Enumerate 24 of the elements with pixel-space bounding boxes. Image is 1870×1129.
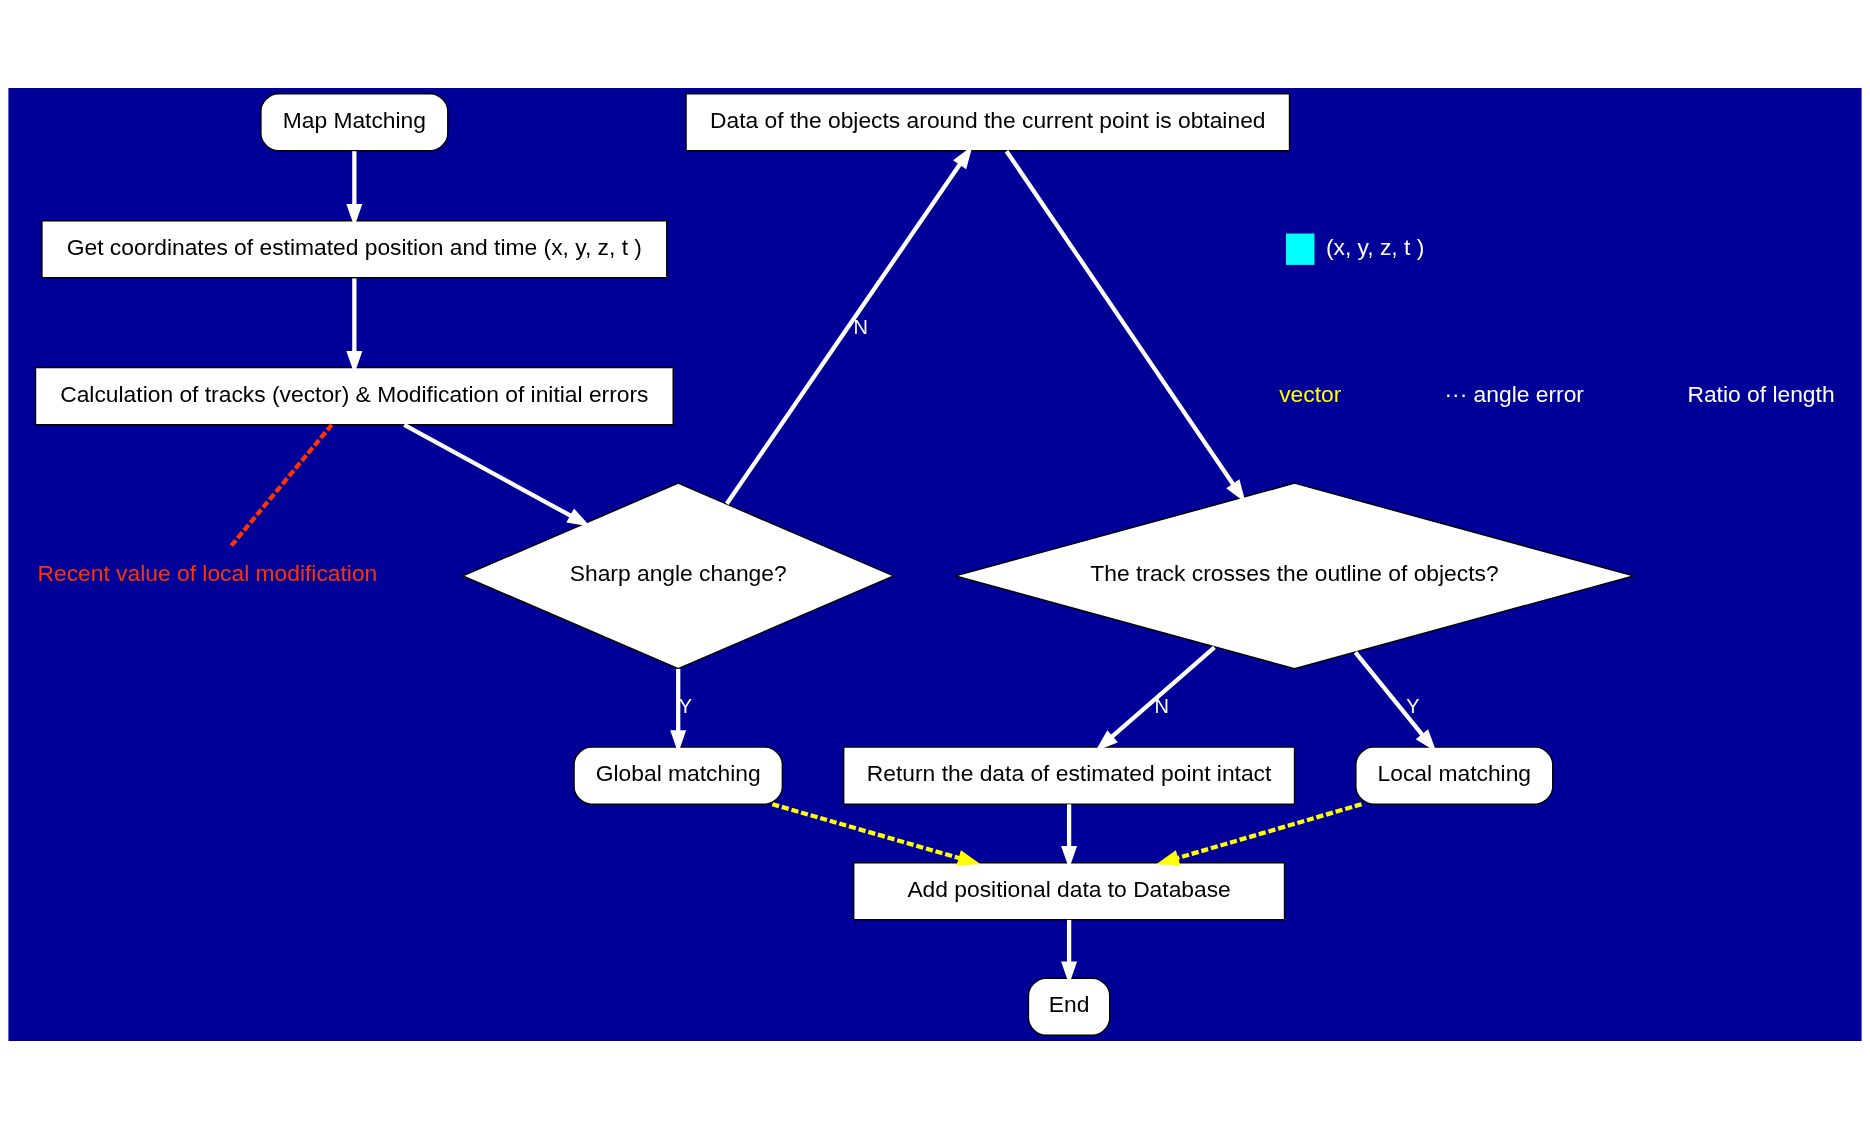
node-box: Local matching xyxy=(1355,746,1554,805)
node-box: Add positional data to Database xyxy=(852,861,1286,921)
edge-label: Y xyxy=(1406,695,1420,718)
edge-label: Y xyxy=(678,695,692,718)
node-box: End xyxy=(1027,977,1111,1036)
edge-label: N xyxy=(853,315,869,338)
label: vector xyxy=(1279,380,1342,407)
label: ··· angle error xyxy=(1444,380,1584,407)
node-text: Recent value of local modification xyxy=(37,560,378,587)
arrow xyxy=(771,802,981,866)
arrow xyxy=(403,422,591,527)
connector xyxy=(228,423,334,549)
node-box: Return the data of estimated point intact xyxy=(842,746,1296,805)
node-box: Calculation of tracks (vector) & Modification of initial errors xyxy=(34,366,674,426)
label: Ratio of length xyxy=(1687,380,1835,407)
node-box: Map Matching xyxy=(260,93,449,152)
node-box: Data of the objects around the current point is obtained xyxy=(685,93,1291,152)
node-box: Global matching xyxy=(573,746,784,805)
arrow xyxy=(1156,802,1363,866)
node-box: Get coordinates of estimated position and time (x, y, z, t ) xyxy=(41,219,668,279)
node-diamond: Sharp angle change? xyxy=(460,482,896,670)
node-diamond: The track crosses the outline of objects? xyxy=(952,482,1637,670)
legend-label: (x, y, z, t ) xyxy=(1325,233,1425,260)
edge-label: N xyxy=(1154,695,1170,718)
